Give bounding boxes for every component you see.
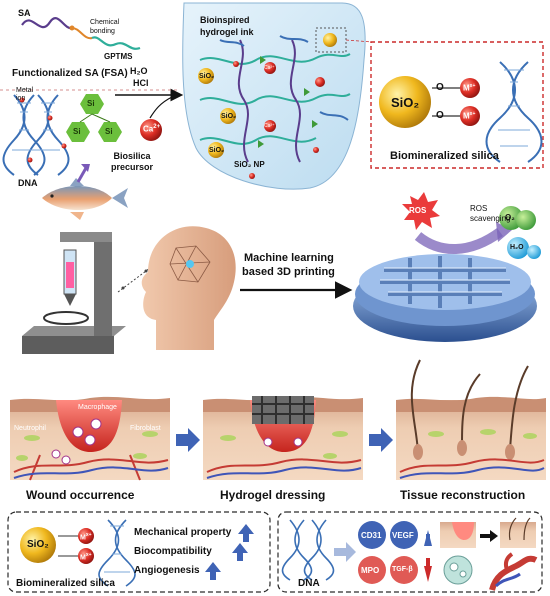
sio2-small-label: SiO₂ xyxy=(27,539,49,550)
dna-helix-box xyxy=(485,61,543,163)
properties-panel xyxy=(7,511,271,593)
tgf-badge xyxy=(390,556,418,584)
sa-label: SA xyxy=(18,8,31,18)
oxygen-label-2: O xyxy=(436,110,444,121)
water-label: H₂O xyxy=(130,66,148,76)
polymer-chains xyxy=(199,35,351,163)
cell-dish-icon xyxy=(443,555,473,585)
oxygen-molecule-label: O₂ xyxy=(505,213,515,222)
fish-source-arrow xyxy=(76,167,88,183)
skin-wound-occurrence xyxy=(10,396,170,481)
ros-label: ROS xyxy=(409,206,427,215)
salmon-icon xyxy=(42,178,128,220)
sio2-big-label: SiO₂ xyxy=(391,95,420,110)
step-tissue-reconstruction: Tissue reconstruction xyxy=(400,488,526,502)
mpo-label: MPO xyxy=(361,566,380,575)
mechanical-property-label: Mechanical property xyxy=(134,527,232,538)
fsa-illustration xyxy=(21,17,141,50)
calcium-ion xyxy=(140,119,162,141)
skin-mini-before xyxy=(440,522,476,548)
ink-title: Bioinspired hydrogel ink xyxy=(200,15,254,37)
calcium-ion-label: Ca2+ xyxy=(143,124,161,134)
metal-label-1: Mx+ xyxy=(463,83,476,93)
sio2-sphere xyxy=(379,76,431,128)
connection-line xyxy=(117,267,151,293)
3d-printer xyxy=(22,232,126,354)
printed-scaffold xyxy=(353,254,537,342)
ai-head-icon xyxy=(141,226,236,350)
si-label-1: Si xyxy=(87,99,95,108)
dna-helix-left xyxy=(2,94,70,176)
decrease-arrow-tgf xyxy=(424,566,432,582)
process-arrow-1 xyxy=(176,428,200,452)
sio2-particles-ink xyxy=(198,33,337,158)
step-wound-occurrence: Wound occurrence xyxy=(26,488,135,502)
cd31-badge xyxy=(358,521,386,549)
ml-caption-line2: based 3D printing xyxy=(242,266,335,278)
ink-sio2-1: SiO₂ xyxy=(199,73,215,80)
increase-arrows-left xyxy=(205,524,254,580)
ink-sio2-2: SiO₂ xyxy=(221,113,237,120)
step-hydrogel-dressing: Hydrogel dressing xyxy=(220,488,326,502)
vegf-badge xyxy=(390,521,418,549)
biosilica-precursor xyxy=(66,94,122,142)
skin-tissue-reconstruction xyxy=(396,359,546,480)
metal-ion-label: Metal ion xyxy=(16,87,34,102)
calcium-merge-line xyxy=(149,96,173,119)
si-label-2: Si xyxy=(73,127,81,136)
angiogenesis-label: Angiogenesis xyxy=(134,565,200,576)
ros-starburst xyxy=(402,192,440,230)
ink-sio2-3: SiO₂ xyxy=(209,147,225,154)
biomineralized-silica-caption-small: Biomineralized silica xyxy=(16,578,115,589)
tgf-label: TGF-β xyxy=(392,566,413,573)
metal-label-2: Mx+ xyxy=(463,111,476,121)
dna-helix-small xyxy=(98,519,136,587)
fibroblast-label: Fibroblast xyxy=(130,425,161,432)
hcl-label: HCl xyxy=(133,78,149,88)
ink-ca-1: Ca²⁺ xyxy=(264,65,275,71)
vegf-label: VEGF xyxy=(392,531,414,540)
process-arrow-2 xyxy=(369,428,393,452)
gptms-label: GPTMS xyxy=(104,52,133,61)
sio2-np-label: SiO₂ NP xyxy=(234,160,265,169)
ros-scavenging-arrow xyxy=(414,227,503,254)
mpo-badge xyxy=(358,556,386,584)
bond-triangles xyxy=(258,56,318,148)
silica-bonds xyxy=(432,78,480,126)
calcium-ions-ink xyxy=(233,61,325,179)
ink-ca-2: Ca²⁺ xyxy=(264,123,275,129)
dna-strands-panel xyxy=(281,519,335,581)
silica-bonds-small xyxy=(58,528,94,564)
oxygen-label-1: O xyxy=(436,82,444,93)
skin-mini-after xyxy=(500,517,536,548)
metal-small-2: Mx+ xyxy=(80,552,92,562)
blood-vessel-icon xyxy=(489,552,538,591)
metal-small-1: Mx+ xyxy=(80,532,92,542)
fsa-label: Functionalized SA (FSA) xyxy=(12,68,128,79)
macrophage-label: Macrophage xyxy=(78,404,117,411)
sio2-sphere-small xyxy=(20,527,56,563)
healing-arrow xyxy=(480,530,498,542)
si-label-3: Si xyxy=(105,127,113,136)
neutrophil-label: Neutrophil xyxy=(14,425,46,432)
cd31-label: CD31 xyxy=(361,531,382,540)
water-molecule-label: H₂O xyxy=(510,244,524,251)
ml-caption-line1: Machine learning xyxy=(244,252,334,264)
biomineralized-silica-caption: Biomineralized silica xyxy=(390,150,499,162)
water-molecule-icon xyxy=(507,237,529,259)
dna-to-markers-arrow xyxy=(334,542,356,562)
dna-panel-label: DNA xyxy=(298,578,320,589)
biocompatibility-label: Biocompatibility xyxy=(134,546,212,557)
biosilica-label: Biosilica precursor xyxy=(110,151,154,172)
dna-label: DNA xyxy=(18,178,38,188)
chemical-bonding-label: Chemical bonding xyxy=(90,19,120,35)
skin-hydrogel-dressing xyxy=(203,396,363,480)
